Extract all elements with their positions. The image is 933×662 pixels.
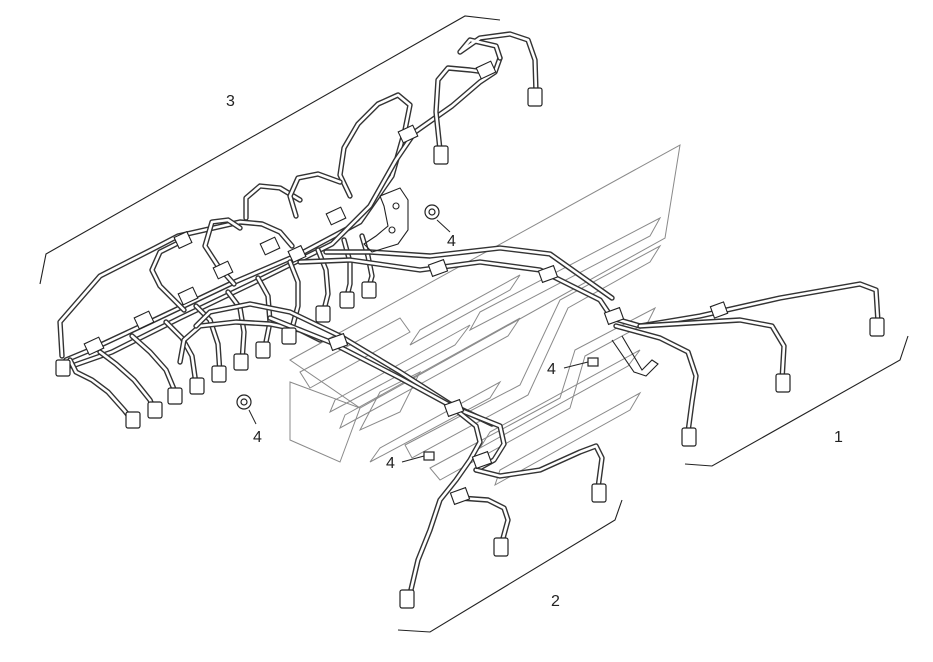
pipe-clamps: [83, 60, 729, 506]
loose-nuts: [236, 204, 599, 461]
mounting-bracket: [363, 187, 409, 253]
callout-1: 1: [834, 429, 843, 446]
callout-brackets: [39, 15, 909, 633]
callout-2: 2: [551, 593, 560, 610]
callout-3: 3: [226, 93, 235, 110]
injection-pipes: [57, 31, 881, 597]
bracket-2: [397, 499, 623, 633]
leader-lines: [248, 219, 589, 463]
bracket-3: [39, 15, 501, 285]
injector-nuts: [55, 87, 885, 609]
callout-4a: 4: [447, 233, 456, 250]
bracket-1: [684, 335, 909, 467]
callout-4d: 4: [386, 455, 395, 472]
callout-4c: 4: [547, 361, 556, 378]
spring-clip: [611, 335, 659, 377]
callout-4b: 4: [253, 429, 262, 446]
